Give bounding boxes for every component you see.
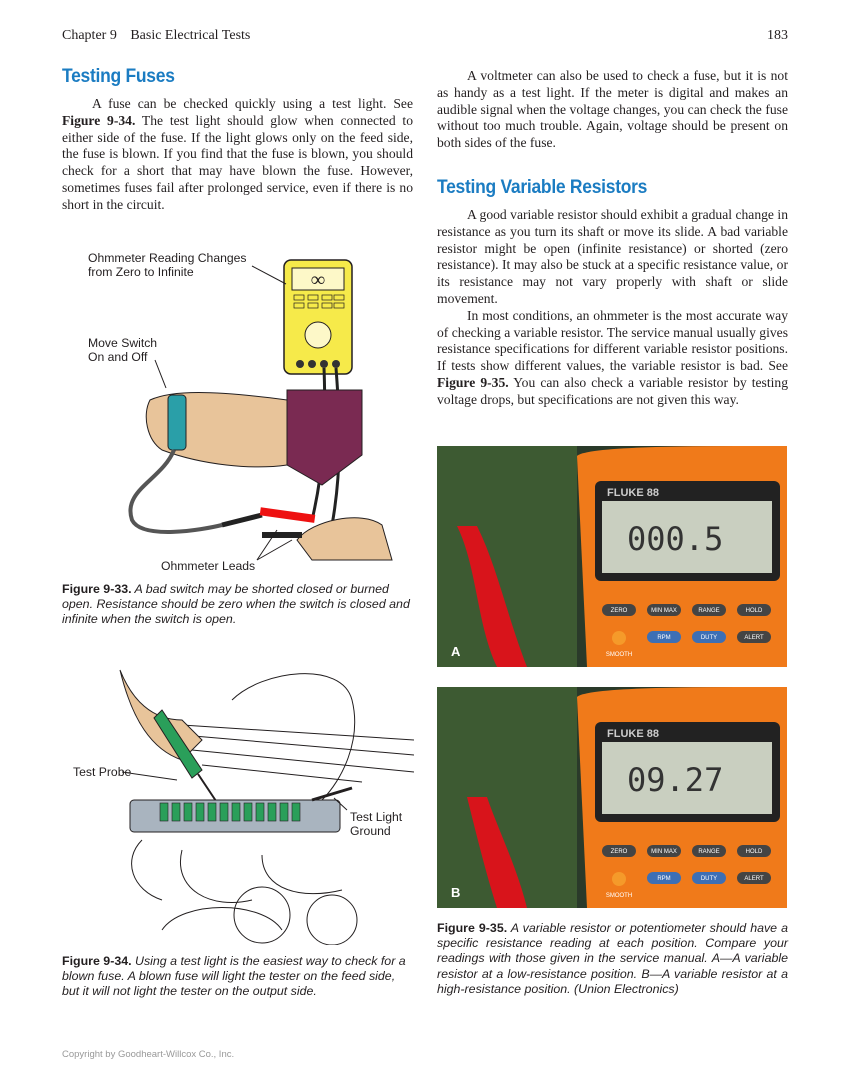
photo-b: FLUKE 88 09.27 ZERO MIN MAX RANGE HOLD R… [437,687,787,908]
brand-label: FLUKE 88 [607,728,659,740]
svg-text:ALERT: ALERT [744,635,764,641]
svg-text:HOLD: HOLD [746,608,763,614]
figure-9-34-illustration [119,669,414,945]
running-header: Chapter 9 Basic Electrical Tests [62,28,250,44]
brand-label: FLUKE 88 [607,487,659,499]
figure-9-33-caption: Figure 9-33. A bad switch may be shorted… [62,582,410,627]
red-lead [259,507,316,523]
fuses-paragraph: A fuse can be checked quickly using a te… [62,96,413,212]
svg-text:RANGE: RANGE [698,849,719,855]
label-leads: Ohmmeter Leads [161,559,256,573]
meter-reading: 000.5 [627,520,723,558]
figure-9-33-illustration: ∞ [128,259,393,561]
voltmeter-paragraph: A voltmeter can also be used to check a … [437,68,788,151]
svg-text:DUTY: DUTY [701,876,717,882]
chapter-number: Chapter 9 [62,28,117,43]
label-probe: Test Probe [73,765,132,779]
photo-letter: B [451,885,460,900]
figure-ref: Figure 9-34. [62,112,136,128]
page-number: 183 [767,28,788,43]
svg-text:ZERO: ZERO [611,849,628,855]
variable-resistor-paragraphs: A good variable resistor should exhibit … [437,207,788,407]
figure-9-35-caption: Figure 9-35. A variable resistor or pote… [437,921,789,996]
multimeter: ∞ [283,259,353,375]
svg-text:RANGE: RANGE [698,608,719,614]
svg-text:SMOOTH: SMOOTH [606,652,632,658]
test-probe [153,709,203,779]
svg-text:ZERO: ZERO [611,608,628,614]
svg-text:DUTY: DUTY [701,635,717,641]
svg-text:ALERT: ALERT [744,876,764,882]
heading-testing-variable-resistors: Testing Variable Resistors [437,177,648,198]
svg-text:RPM: RPM [657,876,670,882]
meter-display: ∞ [311,269,325,291]
heading-testing-fuses: Testing Fuses [62,66,175,87]
switch [167,394,187,451]
svg-text:MIN MAX: MIN MAX [651,849,677,855]
photo-a: FLUKE 88 000.5 ZERO MIN MAX RANGE HOLD R… [437,446,787,667]
sleeve [286,389,363,486]
photo-letter: A [451,644,461,659]
meter-reading: 09.27 [627,761,723,799]
svg-text:MIN MAX: MIN MAX [651,608,677,614]
figure-9-34-caption: Figure 9-34. Using a test light is the e… [62,954,406,999]
copyright: Copyright by Goodheart-Willcox Co., Inc. [62,1049,235,1060]
hand [145,392,288,468]
svg-text:RPM: RPM [657,635,670,641]
svg-text:SMOOTH: SMOOTH [606,893,632,899]
chapter-title: Basic Electrical Tests [130,28,251,43]
svg-text:HOLD: HOLD [746,849,763,855]
